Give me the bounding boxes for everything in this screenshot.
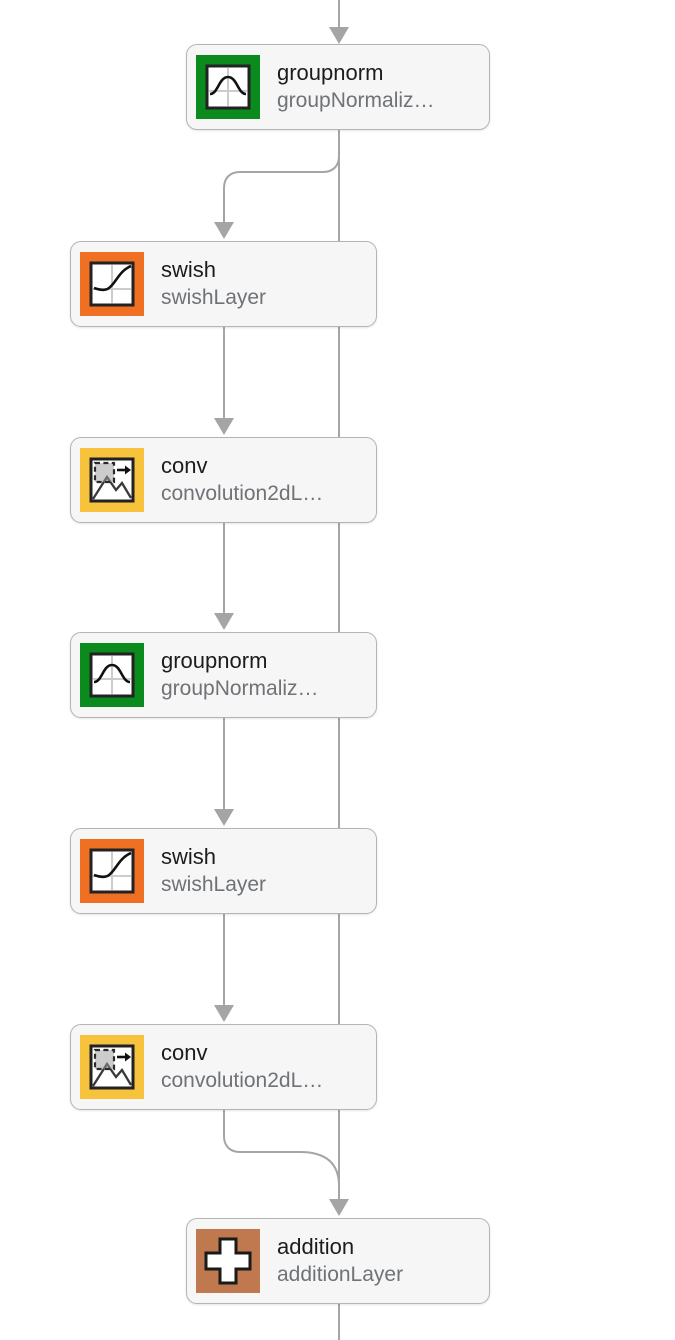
layer-subtitle: convolution2dL… bbox=[161, 482, 324, 505]
arrowhead-into-addition bbox=[329, 1199, 349, 1216]
layer-node-texts: swish swishLayer bbox=[161, 256, 266, 312]
arrowhead-into-groupnorm1 bbox=[329, 27, 349, 44]
layer-node-addition[interactable]: addition additionLayer bbox=[186, 1218, 490, 1304]
layer-node-texts: conv convolution2dL… bbox=[161, 452, 323, 508]
swish-icon-graphic bbox=[89, 261, 135, 307]
layer-title: swish bbox=[161, 844, 217, 869]
layer-subtitle: groupNormaliz… bbox=[277, 89, 435, 112]
layer-title: groupnorm bbox=[161, 648, 268, 673]
conv-icon bbox=[80, 1035, 144, 1099]
groupnorm-icon bbox=[80, 643, 144, 707]
addition-icon bbox=[196, 1229, 260, 1293]
connection-groupnorm1-swish1[interactable] bbox=[223, 130, 340, 222]
groupnorm-icon-graphic bbox=[205, 64, 251, 110]
layer-title: conv bbox=[161, 453, 208, 478]
layer-title: conv bbox=[161, 1040, 208, 1065]
layer-node-texts: swish swishLayer bbox=[161, 843, 266, 899]
arrowhead-into-conv2 bbox=[214, 1005, 234, 1022]
layer-subtitle: swishLayer bbox=[161, 286, 267, 309]
layer-node-groupnorm-1[interactable]: groupnorm groupNormaliz… bbox=[186, 44, 490, 130]
layer-subtitle: groupNormaliz… bbox=[161, 677, 319, 700]
layer-node-conv-2[interactable]: conv convolution2dL… bbox=[70, 1024, 377, 1110]
addition-icon-graphic bbox=[204, 1237, 252, 1285]
conv-icon-graphic bbox=[89, 457, 135, 503]
layer-node-groupnorm-2[interactable]: groupnorm groupNormaliz… bbox=[70, 632, 377, 718]
layer-title: addition bbox=[277, 1234, 355, 1259]
groupnorm-icon-graphic bbox=[89, 652, 135, 698]
layer-node-texts: addition additionLayer bbox=[277, 1233, 403, 1289]
layer-title: groupnorm bbox=[277, 60, 384, 85]
layer-title: swish bbox=[161, 257, 217, 282]
groupnorm-icon bbox=[196, 55, 260, 119]
layer-subtitle: additionLayer bbox=[277, 1263, 404, 1286]
layer-node-swish-2[interactable]: swish swishLayer bbox=[70, 828, 377, 914]
connection-conv2-addition[interactable] bbox=[223, 1110, 340, 1187]
swish-icon bbox=[80, 839, 144, 903]
arrowhead-into-groupnorm2 bbox=[214, 613, 234, 630]
arrowhead-into-swish1 bbox=[214, 222, 234, 239]
layer-node-texts: conv convolution2dL… bbox=[161, 1039, 323, 1095]
layer-node-texts: groupnorm groupNormaliz… bbox=[277, 59, 435, 115]
arrowhead-into-swish2 bbox=[214, 809, 234, 826]
layer-node-texts: groupnorm groupNormaliz… bbox=[161, 647, 319, 703]
arrowhead-into-conv1 bbox=[214, 418, 234, 435]
layer-subtitle: convolution2dL… bbox=[161, 1069, 324, 1092]
layer-node-swish-1[interactable]: swish swishLayer bbox=[70, 241, 377, 327]
conv-icon bbox=[80, 448, 144, 512]
swish-icon bbox=[80, 252, 144, 316]
layer-node-conv-1[interactable]: conv convolution2dL… bbox=[70, 437, 377, 523]
swish-icon-graphic bbox=[89, 848, 135, 894]
conv-icon-graphic bbox=[89, 1044, 135, 1090]
layer-subtitle: swishLayer bbox=[161, 873, 267, 896]
